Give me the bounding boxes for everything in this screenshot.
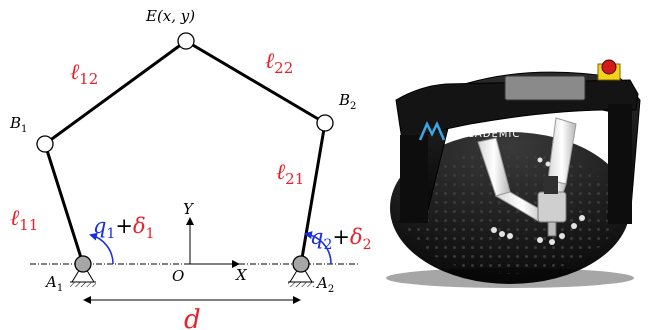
label-base-a2: A2: [315, 274, 334, 295]
link-l21: [299, 121, 327, 266]
label-link-l22: ℓ22: [265, 49, 293, 77]
joint-b1: [36, 135, 54, 153]
label-distance-d: d: [184, 305, 201, 330]
joint-e: [177, 32, 195, 50]
joint-a1: [74, 255, 92, 273]
mecademic-logo: MECADEMIC: [418, 121, 520, 141]
link-l11: [43, 142, 85, 266]
label-link-l12: ℓ12: [70, 60, 98, 88]
ground-support-a1: [70, 263, 96, 287]
mecademic-robot-photo: MECADEMIC: [386, 59, 641, 288]
ground-support-a2: [288, 263, 314, 287]
robot-pillar-right: [608, 104, 632, 224]
links: [43, 39, 327, 266]
robot-display: [504, 75, 586, 101]
angle-arc-q1: [89, 232, 114, 265]
brand-label: MECADEMIC: [450, 129, 520, 140]
label-y-axis: Y: [183, 200, 195, 218]
angle-arc-q2: [304, 231, 332, 265]
plate-pegs: [491, 157, 585, 245]
label-angle-q1: q1+δ1: [93, 214, 155, 242]
label-link-l21: ℓ21: [276, 160, 304, 188]
label-angle-q2: q2+δ2: [310, 225, 372, 253]
robot-arms: [477, 117, 577, 237]
label-joint-b2: B2: [338, 91, 356, 112]
label-link-l11: ℓ11: [10, 206, 38, 234]
link-l12: [43, 39, 188, 146]
label-base-a1: A1: [44, 273, 63, 294]
emergency-stop-button: [597, 59, 621, 81]
link-l22: [184, 39, 327, 125]
joint-b2: [316, 114, 334, 132]
joint-a2: [292, 255, 310, 273]
label-joint-e: E(x, y): [145, 7, 195, 25]
label-x-axis: X: [235, 266, 248, 284]
label-joint-b1: B1: [9, 114, 27, 135]
robot-pillar-left: [400, 135, 428, 223]
kinematic-diagram: E(x, y) B1 B2 A1 A2 O X Y ℓ12 ℓ22 ℓ21 ℓ1…: [9, 7, 372, 330]
label-origin: O: [172, 267, 184, 285]
